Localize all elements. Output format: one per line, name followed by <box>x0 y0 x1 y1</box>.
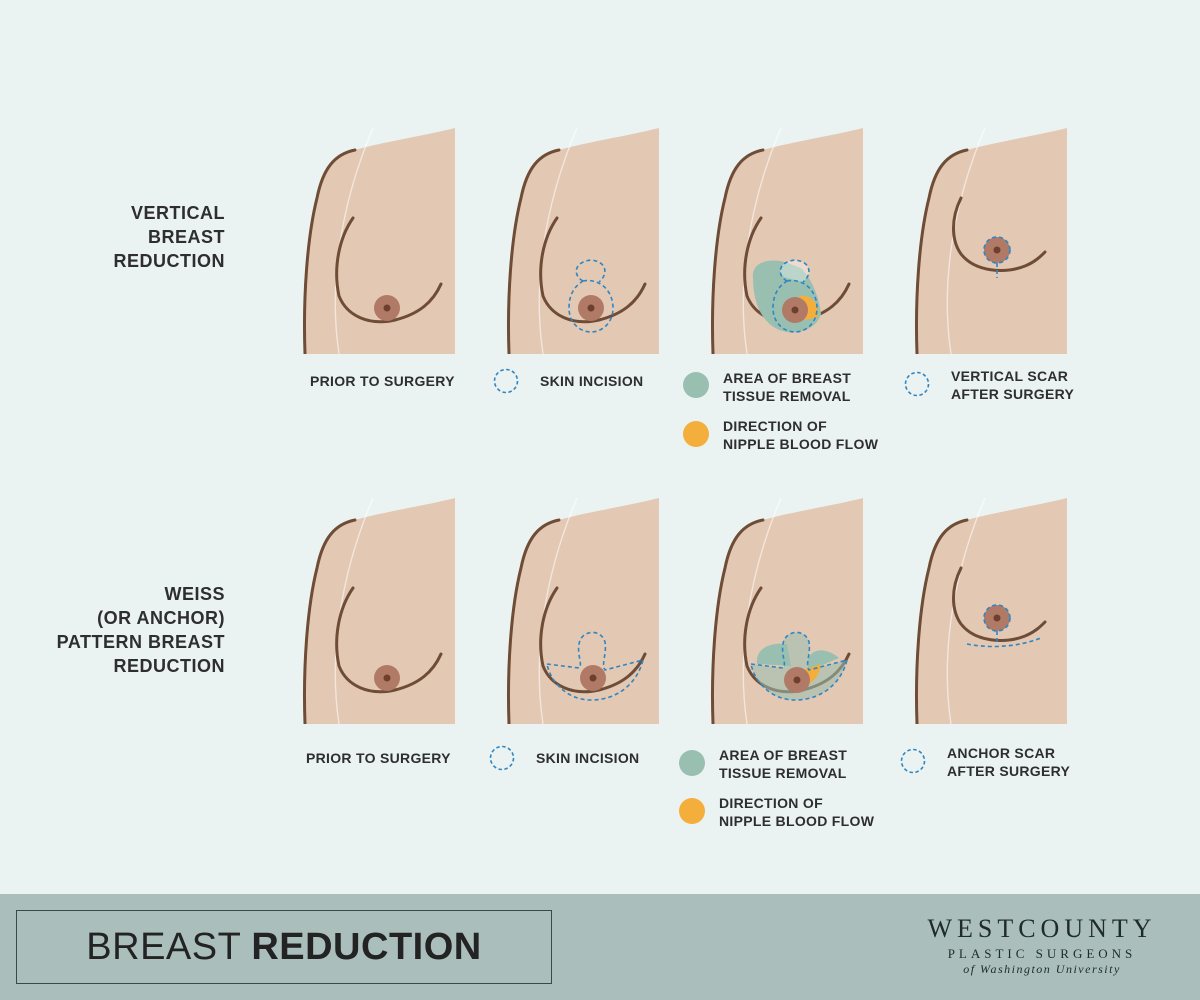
caption-flow-line: NIPPLE BLOOD FLOW <box>719 813 875 829</box>
caption-prior: PRIOR TO SURGERY <box>306 749 451 767</box>
caption-scar-line: VERTICAL SCAR <box>951 368 1069 384</box>
orange-circle-icon <box>683 421 709 447</box>
caption-scar: ANCHOR SCAR AFTER SURGERY <box>947 744 1070 780</box>
caption-prior-text: PRIOR TO SURGERY <box>310 373 455 389</box>
page-title: BREAST REDUCTION <box>16 910 552 984</box>
anchor-prior-illustration <box>283 498 455 724</box>
brand-logo: WESTCOUNTY PLASTIC SURGEONS of Washingto… <box>912 914 1172 977</box>
caption-removal: AREA OF BREAST TISSUE REMOVAL <box>719 746 847 782</box>
dashed-circle-icon <box>900 748 926 774</box>
vertical-incision-illustration-svg <box>487 128 659 354</box>
row-title-line: PATTERN BREAST <box>56 632 225 652</box>
caption-scar-line: ANCHOR SCAR <box>947 745 1056 761</box>
anchor-scar-illustration-svg <box>895 498 1067 724</box>
logo-wordmark: WESTCOUNTY <box>912 914 1172 944</box>
orange-circle-icon <box>679 798 705 824</box>
caption-prior: PRIOR TO SURGERY <box>310 372 455 390</box>
caption-removal-line: AREA OF BREAST <box>719 747 848 763</box>
vertical-removal-illustration-svg <box>691 128 863 354</box>
dashed-circle-icon <box>489 745 515 771</box>
caption-incision-text: SKIN INCISION <box>540 373 644 389</box>
row-title-line: WEISS <box>164 584 225 604</box>
caption-removal-line: TISSUE REMOVAL <box>723 388 851 404</box>
anchor-removal-illustration-svg <box>691 498 863 724</box>
vertical-prior-illustration <box>283 128 455 354</box>
page-title-bold: REDUCTION <box>251 925 482 968</box>
caption-incision: SKIN INCISION <box>540 372 643 390</box>
logo-subtitle: PLASTIC SURGEONS <box>947 946 1137 961</box>
row-title-vertical: VERTICAL BREAST REDUCTION <box>5 201 225 273</box>
caption-flow-line: NIPPLE BLOOD FLOW <box>723 436 879 452</box>
caption-scar: VERTICAL SCAR AFTER SURGERY <box>951 367 1074 403</box>
caption-flow: DIRECTION OF NIPPLE BLOOD FLOW <box>719 794 874 830</box>
caption-removal-line: TISSUE REMOVAL <box>719 765 847 781</box>
caption-removal: AREA OF BREAST TISSUE REMOVAL <box>723 369 851 405</box>
caption-flow: DIRECTION OF NIPPLE BLOOD FLOW <box>723 417 878 453</box>
caption-scar-line: AFTER SURGERY <box>947 763 1071 779</box>
row-title-line: REDUCTION <box>113 251 225 271</box>
vertical-removal-illustration <box>691 128 863 354</box>
footer-bar: BREAST REDUCTION WESTCOUNTY PLASTIC SURG… <box>0 894 1200 1000</box>
logo-affiliation: of Washington University <box>963 962 1121 976</box>
dashed-circle-icon <box>904 371 930 397</box>
row-title-line: (OR ANCHOR) <box>97 608 225 628</box>
logo-county: COUNTY <box>1018 914 1157 943</box>
row-title-line: BREAST <box>147 227 225 247</box>
logo-west: WEST <box>927 914 1019 943</box>
row-title-line: REDUCTION <box>113 656 225 676</box>
page-title-light: BREAST <box>86 925 242 968</box>
anchor-removal-illustration <box>691 498 863 724</box>
anchor-incision-illustration <box>487 498 659 724</box>
dashed-circle-icon <box>493 368 519 394</box>
vertical-scar-illustration <box>895 128 1067 354</box>
vertical-scar-illustration-svg <box>895 128 1067 354</box>
caption-flow-line: DIRECTION OF <box>723 418 827 434</box>
caption-scar-line: AFTER SURGERY <box>951 386 1075 402</box>
green-circle-icon <box>683 372 709 398</box>
anchor-incision-illustration-svg <box>487 498 659 724</box>
vertical-prior-illustration-svg <box>283 128 455 354</box>
caption-prior-text: PRIOR TO SURGERY <box>306 750 451 766</box>
row-title-line: VERTICAL <box>131 203 225 223</box>
anchor-prior-illustration-svg <box>283 498 455 724</box>
vertical-incision-illustration <box>487 128 659 354</box>
row-title-anchor: WEISS (OR ANCHOR) PATTERN BREAST REDUCTI… <box>5 582 225 678</box>
caption-removal-line: AREA OF BREAST <box>723 370 852 386</box>
caption-incision: SKIN INCISION <box>536 749 639 767</box>
green-circle-icon <box>679 750 705 776</box>
caption-flow-line: DIRECTION OF <box>719 795 823 811</box>
anchor-scar-illustration <box>895 498 1067 724</box>
caption-incision-text: SKIN INCISION <box>536 750 640 766</box>
